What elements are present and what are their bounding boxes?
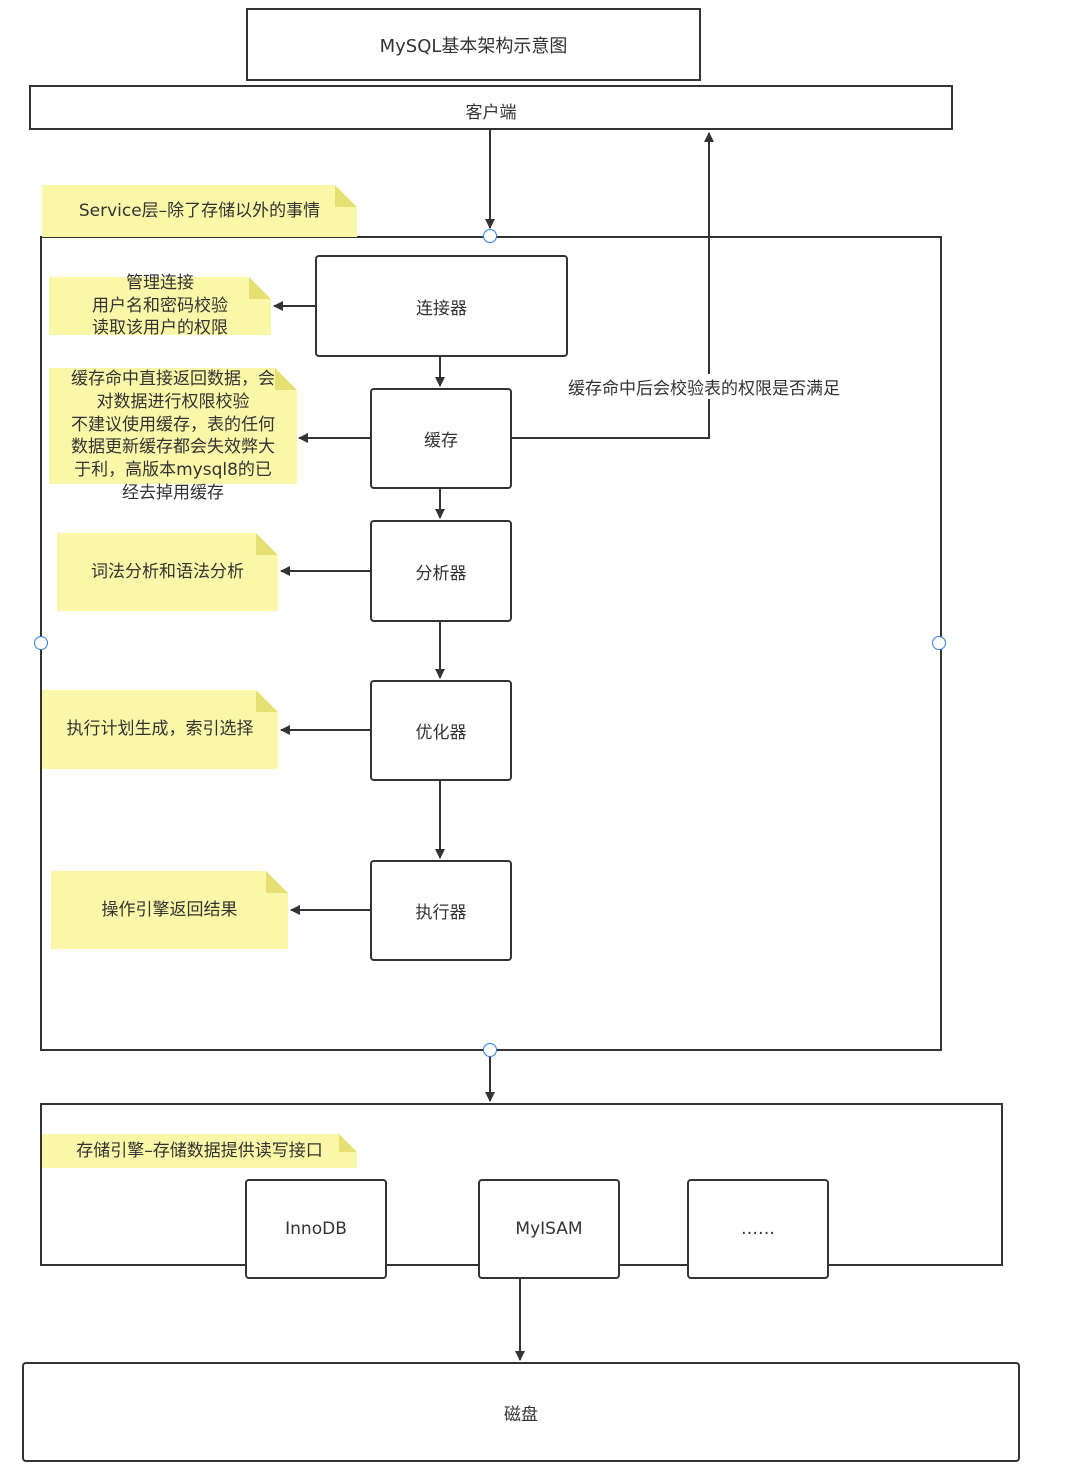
myisam-box: MyISAM [478,1179,620,1279]
cache-box: 缓存 [370,388,512,489]
selection-handle-top[interactable] [483,229,497,243]
cache-label: 缓存 [424,431,458,451]
storage-engine-note: 存储引擎–存储数据提供读写接口 [42,1134,357,1168]
note-fold-icon [266,871,288,893]
more-engines-box: …… [687,1179,829,1279]
executor-note-text: 操作引擎返回结果 [101,899,238,920]
executor-label: 执行器 [415,903,467,923]
note-fold-icon [339,1134,357,1152]
selection-handle-bottom[interactable] [483,1043,497,1057]
note-fold-icon [256,690,278,712]
service-layer-note-text: Service层–除了存储以外的事情 [78,200,321,221]
analyzer-box: 分析器 [370,520,512,622]
storage-engine-note-text: 存储引擎–存储数据提供读写接口 [76,1140,323,1161]
cache-note-text: 缓存命中直接返回数据，会 对数据进行权限校验 不建议使用缓存，表的任何 数据更新… [71,369,275,503]
analyzer-note-text: 词法分析和语法分析 [91,561,244,582]
connector-note: 管理连接 用户名和密码校验 读取该用户的权限 [49,273,271,338]
selection-handle-right[interactable] [932,636,946,650]
connector-note-text: 管理连接 用户名和密码校验 读取该用户的权限 [92,273,228,339]
analyzer-label: 分析器 [415,563,467,584]
executor-box: 执行器 [370,860,512,961]
optimizer-note: 执行计划生成，索引选择 [42,690,278,769]
optimizer-box: 优化器 [370,680,512,781]
note-fold-icon [275,368,297,390]
analyzer-note: 词法分析和语法分析 [57,533,278,611]
disk-label: 磁盘 [504,1404,538,1425]
diagram-title-text: MySQL基本架构示意图 [379,35,568,57]
optimizer-label: 优化器 [415,723,467,743]
note-fold-icon [335,185,357,207]
arrow-cache-to-client [512,132,714,439]
innodb-box: InnoDB [245,1179,387,1279]
executor-note: 操作引擎返回结果 [51,871,288,949]
cache-hit-label-text: 缓存命中后会校验表的权限是否满足 [568,379,840,399]
cache-hit-label: 缓存命中后会校验表的权限是否满足 [566,374,842,399]
more-engines-label: …… [741,1219,775,1239]
innodb-label: InnoDB [285,1219,347,1239]
client-box: 客户端 [29,85,953,130]
service-layer-note: Service层–除了存储以外的事情 [42,185,357,237]
note-fold-icon [249,277,271,299]
diagram-title: MySQL基本架构示意图 [246,8,701,81]
disk-box: 磁盘 [22,1362,1020,1462]
optimizer-note-text: 执行计划生成，索引选择 [66,719,254,740]
client-label: 客户端 [465,103,517,123]
connector-label: 连接器 [416,298,467,319]
myisam-label: MyISAM [515,1219,583,1239]
note-fold-icon [256,533,278,555]
cache-note: 缓存命中直接返回数据，会 对数据进行权限校验 不建议使用缓存，表的任何 数据更新… [49,368,297,503]
connector-box: 连接器 [315,255,568,357]
selection-handle-left[interactable] [34,636,48,650]
